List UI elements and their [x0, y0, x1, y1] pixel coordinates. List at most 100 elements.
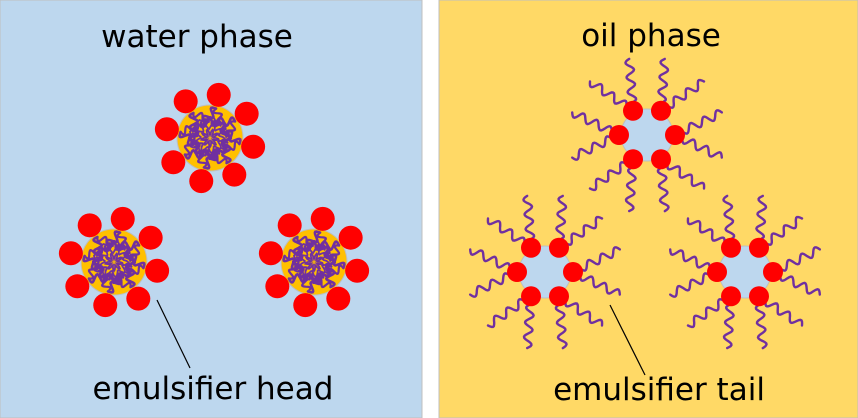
emulsifier-tail — [686, 298, 726, 329]
emulsifier-tail — [666, 78, 706, 109]
emulsifier-tail — [98, 246, 130, 279]
emulsifier-tail — [624, 57, 638, 104]
water-phase-panel: water phase emulsifier head — [0, 0, 423, 418]
emulsifier-head — [265, 274, 290, 299]
emulsifier-head — [707, 262, 727, 282]
oil-phase-background — [438, 0, 858, 418]
emulsifier-head — [651, 100, 671, 121]
emulsifier-tail — [469, 248, 511, 270]
emulsifier-head — [651, 149, 671, 170]
emulsifier-head — [277, 213, 302, 238]
emulsifier-tail — [754, 303, 768, 350]
emulsifier-head — [549, 237, 569, 258]
emulsifier-tail — [579, 274, 621, 296]
emulsifier-head — [721, 286, 741, 307]
emulsifier-tail — [779, 246, 821, 272]
emulsifier-head — [609, 125, 629, 145]
emulsifier-tail — [579, 246, 621, 272]
emulsifier-tail — [669, 272, 711, 298]
water-phase-title: water phase — [101, 19, 293, 55]
emulsifier-tail — [486, 217, 526, 245]
emulsifier-tail — [486, 298, 526, 329]
emulsifier-tail — [681, 137, 723, 159]
water-micelle — [58, 206, 170, 318]
emulsifier-head-label: emulsifier head — [93, 371, 334, 407]
emulsifier-tail — [469, 272, 511, 298]
oil-phase-panel: oil phase emulsifier tail — [438, 0, 858, 418]
emulsifier-tail — [183, 148, 221, 160]
emulsifier-tail — [571, 135, 613, 161]
emulsifier-head — [549, 286, 569, 307]
oil-micelle — [669, 194, 821, 350]
emulsifier-tail — [200, 128, 220, 149]
water-micelle — [258, 206, 370, 318]
emulsifier-tail — [571, 111, 613, 133]
emulsifier-tail — [588, 161, 628, 192]
emulsifier-tail — [669, 248, 711, 270]
emulsifier-tail — [624, 166, 637, 213]
emulsifier-tail — [104, 252, 124, 273]
oil-micelle — [469, 194, 621, 350]
emulsifier-head — [326, 286, 351, 311]
emulsifier-head — [338, 225, 363, 250]
emulsifier-tail — [202, 140, 229, 170]
oil-micelle — [571, 57, 723, 213]
emulsifier-head — [749, 237, 769, 258]
emulsifier-tail — [657, 57, 670, 104]
micelle-core — [176, 104, 244, 172]
emulsifier-tail — [298, 246, 330, 279]
emulsifier-head — [138, 225, 163, 250]
emulsifier-tail — [82, 254, 112, 281]
emulsifier-tail — [722, 303, 735, 350]
emulsifier-head — [65, 274, 90, 299]
emulsifier-head — [93, 293, 118, 318]
emulsifier-tail — [178, 130, 208, 157]
emulsifier-head — [763, 262, 783, 282]
emulsifier-tail — [293, 240, 336, 284]
oil-phase-title: oil phase — [581, 18, 721, 54]
emulsifier-tail — [779, 274, 821, 296]
emulsifier-tail — [522, 194, 536, 241]
emulsifier-head — [126, 286, 151, 311]
emulsifier-tail — [287, 272, 325, 284]
micelle-core — [280, 228, 348, 296]
emulsifier-tail — [87, 272, 125, 284]
emulsifier-head — [241, 134, 266, 159]
emulsifier-head — [189, 169, 214, 194]
emulsifier-tail — [522, 303, 535, 350]
emulsifier-head — [58, 241, 83, 266]
emulsifier-head — [721, 237, 741, 258]
emulsifier-tail — [656, 166, 670, 213]
emulsifier-head — [154, 117, 179, 142]
emulsifier-tail — [93, 240, 136, 284]
emulsifier-tail — [764, 299, 804, 327]
emulsifier-head — [310, 206, 335, 231]
emulsifier-head — [161, 150, 186, 175]
micelle-core — [80, 228, 148, 296]
emulsifier-tail — [722, 194, 736, 241]
emulsifier-tail — [555, 194, 568, 241]
emulsifier-tail — [666, 162, 706, 190]
emulsifier-head — [77, 213, 102, 238]
emulsifier-tail — [764, 215, 804, 246]
emulsifier-tail-label: emulsifier tail — [553, 372, 765, 408]
emulsifier-head — [173, 89, 198, 114]
emulsifier-head — [293, 293, 318, 318]
emulsifier-tail — [588, 80, 628, 108]
emulsifier-head — [563, 262, 583, 282]
emulsifier-head — [145, 258, 170, 283]
emulsifier-head — [623, 100, 643, 121]
emulsifier-tail — [686, 217, 726, 245]
emulsifier-head — [222, 162, 247, 187]
emulsifier-head — [110, 206, 135, 231]
emulsifier-head — [749, 286, 769, 307]
water-phase-background — [0, 0, 423, 418]
emulsifier-head — [258, 241, 283, 266]
emulsifier-tail — [306, 264, 333, 294]
water-micelles — [58, 82, 370, 318]
emulsifier-tail — [564, 299, 604, 327]
emulsifier-head — [234, 101, 259, 126]
emulsifier-tail — [681, 109, 723, 135]
emulsifier-tail-leader-line — [609, 304, 646, 376]
